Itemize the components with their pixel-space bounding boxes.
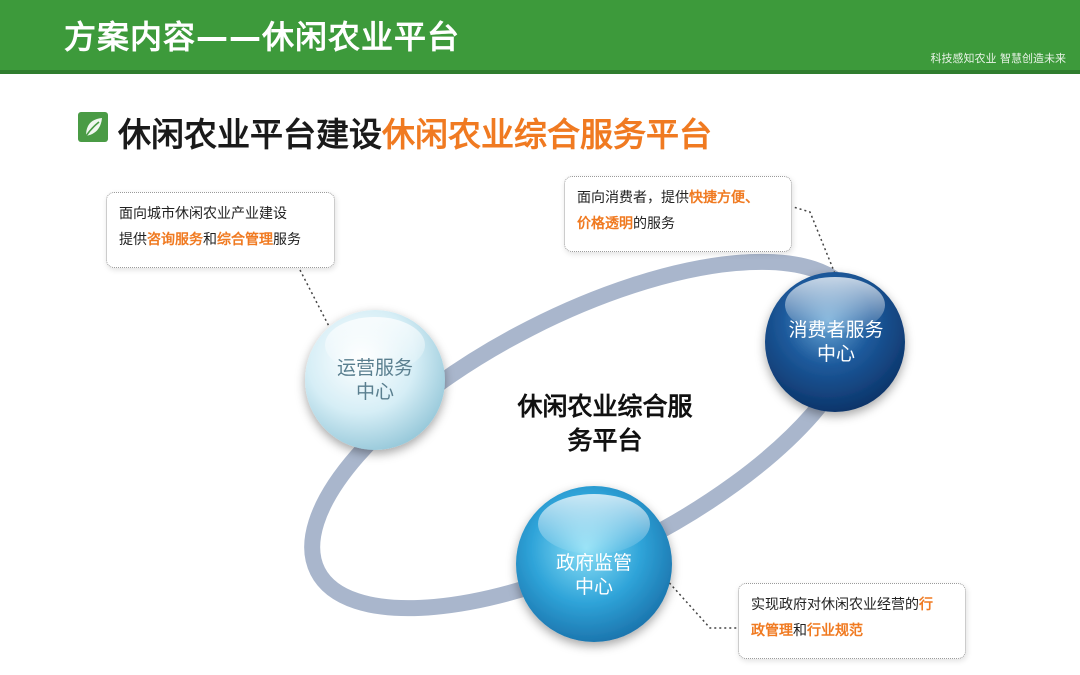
center-label-line2: 务平台 [567,426,643,455]
callout-consumer-hl2: 价格透明 [577,216,633,232]
header-title: 方案内容——休闲农业平台 [64,18,461,56]
node-consumer-label: 消费者服务 中心 [776,318,896,366]
node-consumer-label-line2: 中心 [816,343,855,365]
node-ops-label: 运营服务 中心 [315,356,435,404]
callout-ops-hl2: 综合管理 [217,232,273,248]
center-label-line1: 休闲农业综合服 [517,392,693,421]
callout-gov-line1: 实现政府对休闲农业经营的行 [751,592,953,618]
callout-ops: 面向城市休闲农业产业建设 提供咨询服务和综合管理服务 [106,192,335,268]
node-ops-label-line2: 中心 [355,381,394,403]
leaf-icon [78,112,108,142]
callout-consumer-pre: 面向消费者，提供 [577,190,689,206]
callout-gov: 实现政府对休闲农业经营的行 政管理和行业规范 [738,583,966,659]
section-title-highlight: 休闲农业综合服务平台 [382,115,712,154]
header-bar: 方案内容——休闲农业平台 科技感知农业 智慧创造未来 [0,0,1080,74]
callout-ops-hl1: 咨询服务 [147,232,203,248]
center-label: 休闲农业综合服 务平台 [490,390,720,458]
callout-consumer-line2: 价格透明的服务 [577,211,779,237]
callout-ops-line1: 面向城市休闲农业产业建设 [119,206,287,222]
node-consumer-label-line1: 消费者服务 [788,319,884,341]
header-slogan: 科技感知农业 智慧创造未来 [930,52,1067,65]
callout-ops-line2: 提供咨询服务和综合管理服务 [119,227,322,253]
connector-gov [655,567,738,629]
node-consumer [765,272,905,412]
callout-gov-line2: 政管理和行业规范 [751,618,953,644]
callout-gov-pre: 实现政府对休闲农业经营的 [751,597,919,613]
callout-consumer-post: 的服务 [633,216,675,232]
node-gov [516,486,672,642]
callout-consumer-hl1: 快捷方便、 [689,190,759,206]
node-ops [305,310,445,450]
connector-consumer [789,205,841,287]
callout-ops-pre: 提供 [119,232,147,248]
callout-gov-mid: 和 [793,623,807,639]
section-title: 休闲农业平台建设休闲农业综合服务平台 [118,108,712,156]
callout-ops-post: 服务 [273,232,301,248]
callout-gov-hl3: 行业规范 [807,623,863,639]
node-gov-label-line1: 政府监管 [555,552,632,574]
callout-ops-mid: 和 [203,232,217,248]
section-title-prefix: 休闲农业平台建设 [118,115,382,154]
node-ops-label-line1: 运营服务 [336,357,413,379]
callout-gov-hl2: 政管理 [751,623,793,639]
node-gov-label-line2: 中心 [574,576,613,598]
callout-consumer-line1: 面向消费者，提供快捷方便、 [577,185,779,211]
node-gov-label: 政府监管 中心 [534,551,654,599]
callout-consumer: 面向消费者，提供快捷方便、 价格透明的服务 [564,176,792,252]
callout-gov-hl1: 行 [919,597,933,613]
